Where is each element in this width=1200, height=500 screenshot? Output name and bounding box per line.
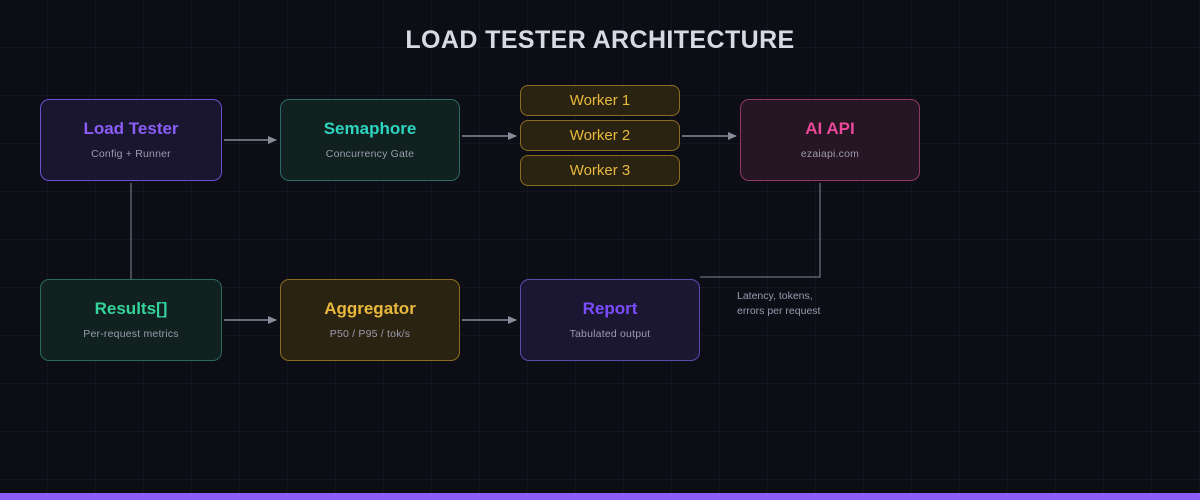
node-subtitle: Per-request metrics: [83, 327, 179, 340]
node-subtitle: Concurrency Gate: [325, 147, 415, 160]
node-title: Results[]: [94, 299, 168, 319]
worker-label: Worker 3: [569, 162, 631, 179]
node-results[interactable]: Results[] Per-request metrics: [40, 279, 222, 361]
node-ai-api[interactable]: AI API ezaiapi.com: [740, 99, 920, 181]
node-subtitle: Config + Runner: [91, 147, 171, 160]
connector-aiapi-report: [700, 183, 821, 278]
node-subtitle: Tabulated output: [569, 327, 651, 340]
node-title: Report: [582, 299, 638, 319]
node-subtitle: ezaiapi.com: [800, 147, 860, 160]
node-title: Semaphore: [323, 119, 417, 139]
node-semaphore[interactable]: Semaphore Concurrency Gate: [280, 99, 460, 181]
worker-label: Worker 2: [569, 127, 631, 144]
page-title: LOAD TESTER ARCHITECTURE: [405, 26, 795, 54]
node-subtitle: P50 / P95 / tok/s: [329, 327, 411, 340]
bottom-accent-bar: [0, 493, 1200, 500]
node-title: Load Tester: [83, 119, 179, 139]
node-aggregator[interactable]: Aggregator P50 / P95 / tok/s: [280, 279, 460, 361]
node-worker-1[interactable]: Worker 1: [520, 85, 680, 116]
node-title: Aggregator: [324, 299, 416, 319]
node-worker-2[interactable]: Worker 2: [520, 120, 680, 151]
latency-note-label: Latency, tokens, errors per request: [737, 290, 821, 317]
node-load-tester[interactable]: Load Tester Config + Runner: [40, 99, 222, 181]
worker-label: Worker 1: [569, 92, 631, 109]
node-title: AI API: [805, 119, 855, 139]
node-report[interactable]: Report Tabulated output: [520, 279, 700, 361]
node-worker-3[interactable]: Worker 3: [520, 155, 680, 186]
